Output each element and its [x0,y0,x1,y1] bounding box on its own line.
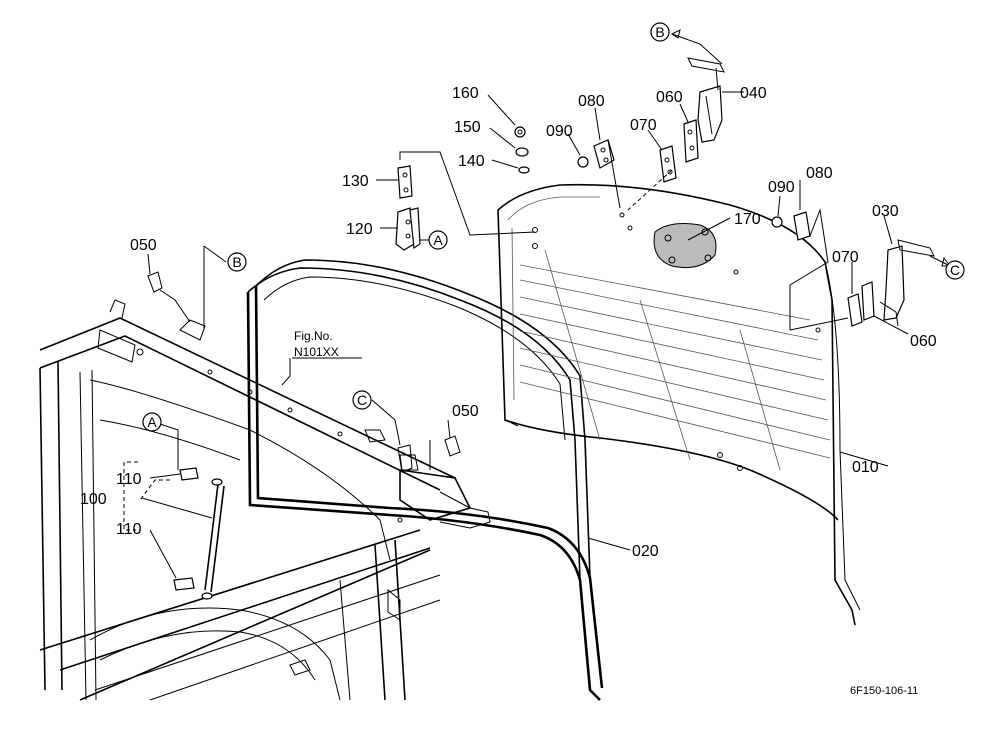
svg-text:B: B [655,24,664,40]
fig-no-value: N101XX [294,345,339,359]
label-110-lower: 110 [116,521,142,538]
label-090-top: 090 [546,123,573,140]
label-020: 020 [632,543,659,560]
callout-c-right: C [945,260,965,280]
label-040: 040 [740,85,767,102]
hinge-hardware [147,57,935,473]
svg-text:C: C [357,392,367,408]
label-150: 150 [454,119,481,136]
svg-text:B: B [232,254,241,270]
label-070-top: 070 [630,117,657,134]
label-090-right: 090 [768,179,795,196]
label-120: 120 [346,221,373,238]
callout-c-frame: C [352,390,372,410]
label-050-frame: 050 [452,403,479,420]
callout-b-top: B [650,22,670,42]
label-110-upper: 110 [116,471,142,488]
label-010: 010 [852,459,879,476]
label-170: 170 [734,211,761,228]
figure-code: 6F150-106-11 [850,685,918,697]
window-seal [246,259,604,701]
gas-strut [123,461,225,600]
label-080-right: 080 [806,165,833,182]
label-080-top: 080 [578,93,605,110]
fig-no-label: Fig.No. [294,329,333,343]
label-160: 160 [452,85,479,102]
callout-b-left: B [227,252,247,272]
callout-a-strut: A [142,412,162,432]
leader-lines [141,29,951,579]
callout-a-hinge: A [428,230,448,250]
label-130: 130 [342,173,369,190]
label-140: 140 [458,153,485,170]
label-050-left: 050 [130,237,157,254]
label-100: 100 [80,491,107,508]
figure-reference-note: Fig.No. N101XX [292,329,362,359]
svg-text:A: A [433,232,443,248]
svg-text:C: C [950,262,960,278]
rear-glass [497,183,861,626]
label-060-right: 060 [910,333,937,350]
label-060-top: 060 [656,89,683,106]
label-070-right: 070 [832,249,859,266]
cab-frame [39,299,491,701]
part-labels: 010 020 030 040 050 050 060 060 070 070 … [80,85,937,560]
label-030: 030 [872,203,899,220]
svg-text:A: A [147,414,157,430]
